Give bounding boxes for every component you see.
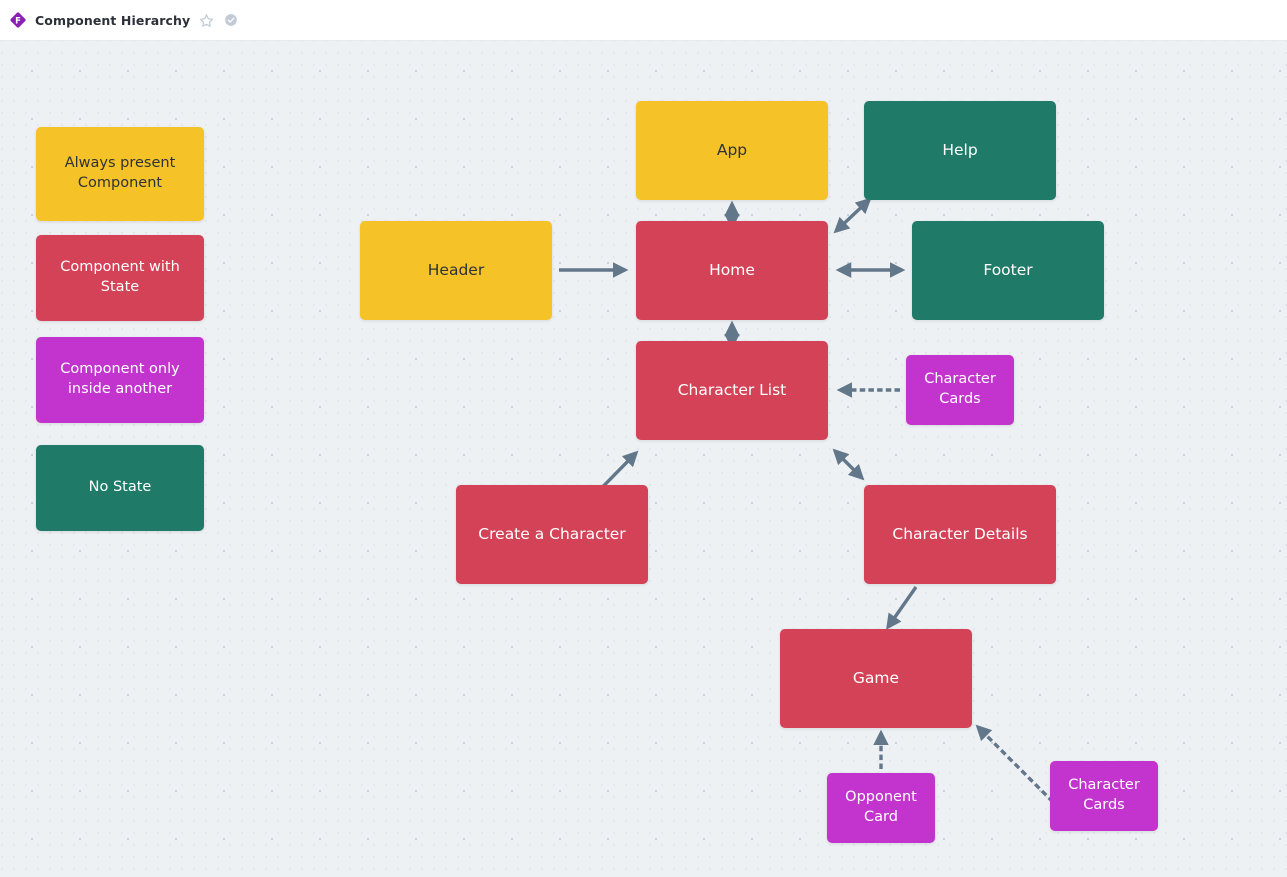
node-label: Character List (677, 381, 787, 400)
page-title: Component Hierarchy (35, 12, 191, 28)
node-label: Footer (983, 261, 1033, 280)
node-label: Create a Character (478, 525, 626, 544)
node-label: Character Details (892, 525, 1028, 544)
legend-label: Component with State (60, 259, 180, 295)
node-label: Character Cards (1068, 777, 1140, 813)
figjam-diamond-icon[interactable]: F (9, 11, 27, 29)
node-character-cards-2[interactable]: Character Cards (1050, 761, 1158, 831)
svg-text:F: F (15, 16, 21, 26)
legend-label: Component only inside another (60, 361, 180, 397)
node-app[interactable]: App (636, 101, 828, 200)
node-help[interactable]: Help (864, 101, 1056, 200)
node-create-a-character[interactable]: Create a Character (456, 485, 648, 584)
legend-always-present[interactable]: Always present Component (36, 127, 204, 221)
check-circle-icon[interactable] (223, 13, 238, 28)
node-header[interactable]: Header (360, 221, 552, 320)
legend-label: Always present Component (64, 155, 176, 191)
diagram-canvas[interactable]: Always present Component Component with … (0, 41, 1287, 877)
node-home[interactable]: Home (636, 221, 828, 320)
edge-home-help (833, 197, 872, 234)
edge-charactercards2-game (975, 724, 1055, 804)
node-label: Character Cards (924, 371, 996, 407)
node-label: Header (427, 261, 485, 280)
legend-label: No State (88, 479, 152, 496)
legend-inside-another[interactable]: Component only inside another (36, 337, 204, 423)
node-footer[interactable]: Footer (912, 221, 1104, 320)
edge-characterlist-characterdetails (832, 448, 865, 481)
node-label: Game (852, 669, 900, 688)
legend-with-state[interactable]: Component with State (36, 235, 204, 321)
legend-no-state[interactable]: No State (36, 445, 204, 531)
node-character-details[interactable]: Character Details (864, 485, 1056, 584)
node-character-list[interactable]: Character List (636, 341, 828, 440)
node-opponent-card[interactable]: Opponent Card (827, 773, 935, 843)
star-outline-icon[interactable] (199, 13, 214, 28)
node-character-cards-1[interactable]: Character Cards (906, 355, 1014, 425)
edge-characterdetails-game (886, 586, 918, 630)
app-topbar: F Component Hierarchy (0, 0, 1287, 41)
node-label: Home (709, 261, 755, 280)
node-game[interactable]: Game (780, 629, 972, 728)
node-label: Help (942, 141, 978, 160)
node-label: Opponent Card (845, 789, 917, 825)
node-label: App (716, 141, 748, 160)
